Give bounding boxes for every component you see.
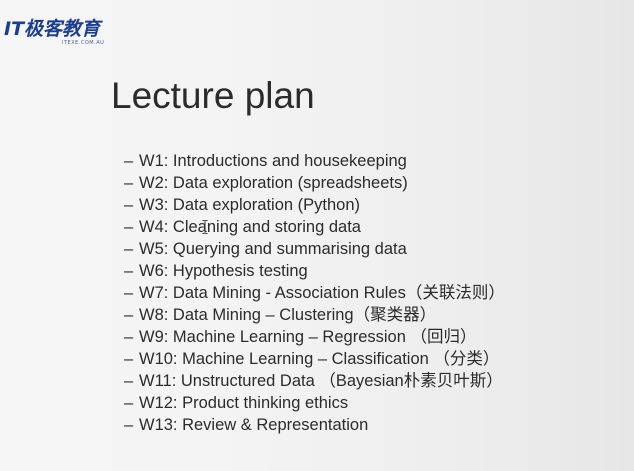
list-item: –W2: Data exploration (spreadsheets) [124, 172, 505, 194]
bullet-dash: – [124, 152, 134, 170]
list-item: –W6: Hypothesis testing [124, 260, 505, 282]
list-item-label: W2: Data exploration (spreadsheets) [139, 174, 408, 192]
bullet-dash: – [124, 328, 134, 346]
list-item-label: W4: Cleaning and storing data [139, 218, 361, 236]
bullet-dash: – [124, 306, 134, 324]
list-item-label: W5: Querying and summarising data [139, 240, 407, 258]
list-item-label: W10: Machine Learning – Classification （… [139, 350, 500, 368]
list-item: –W7: Data Mining - Association Rules（关联法… [124, 282, 505, 304]
list-item-label: W11: Unstructured Data （Bayesian朴素贝叶斯） [139, 372, 503, 390]
text-cursor-icon [202, 220, 208, 234]
list-item: –W10: Machine Learning – Classification … [124, 348, 505, 370]
list-item-label: W8: Data Mining – Clustering（聚类器） [139, 306, 437, 324]
logo-subtext: ITEXE.COM.AU [62, 40, 105, 46]
list-item: –W1: Introductions and housekeeping [124, 150, 505, 172]
bullet-dash: – [124, 196, 134, 214]
bullet-dash: – [124, 240, 134, 258]
bullet-dash: – [124, 372, 134, 390]
list-item: –W11: Unstructured Data （Bayesian朴素贝叶斯） [124, 370, 505, 392]
bullet-dash: – [124, 174, 134, 192]
list-item: –W12: Product thinking ethics [124, 392, 505, 414]
list-item-label: W12: Product thinking ethics [139, 394, 349, 412]
bullet-dash: – [124, 394, 134, 412]
list-item: –W5: Querying and summarising data [124, 238, 505, 260]
bullet-dash: – [124, 284, 134, 302]
list-item: –W13: Review & Representation [124, 414, 505, 436]
lecture-plan-list: –W1: Introductions and housekeeping –W2:… [124, 150, 505, 436]
list-item-label: W13: Review & Representation [139, 416, 369, 434]
slide-title: Lecture plan [111, 75, 315, 116]
list-item-label: W9: Machine Learning – Regression （回归） [139, 328, 477, 346]
bullet-dash: – [124, 350, 134, 368]
list-item: –W8: Data Mining – Clustering（聚类器） [124, 304, 505, 326]
list-item-label: W1: Introductions and housekeeping [139, 152, 407, 170]
logo-text: IT极客教育 [4, 18, 101, 40]
list-item-label: W6: Hypothesis testing [139, 262, 308, 280]
list-item: –W9: Machine Learning – Regression （回归） [124, 326, 505, 348]
bullet-dash: – [124, 218, 134, 236]
list-item-label: W3: Data exploration (Python) [139, 196, 361, 214]
list-item-label: W7: Data Mining - Association Rules（关联法则… [139, 284, 505, 302]
list-item: –W4: Cleaning and storing data [124, 216, 505, 238]
bullet-dash: – [124, 262, 134, 280]
logo: IT极客教育 ITEXE.COM.AU [4, 18, 114, 50]
list-item: –W3: Data exploration (Python) [124, 194, 505, 216]
bullet-dash: – [124, 416, 134, 434]
